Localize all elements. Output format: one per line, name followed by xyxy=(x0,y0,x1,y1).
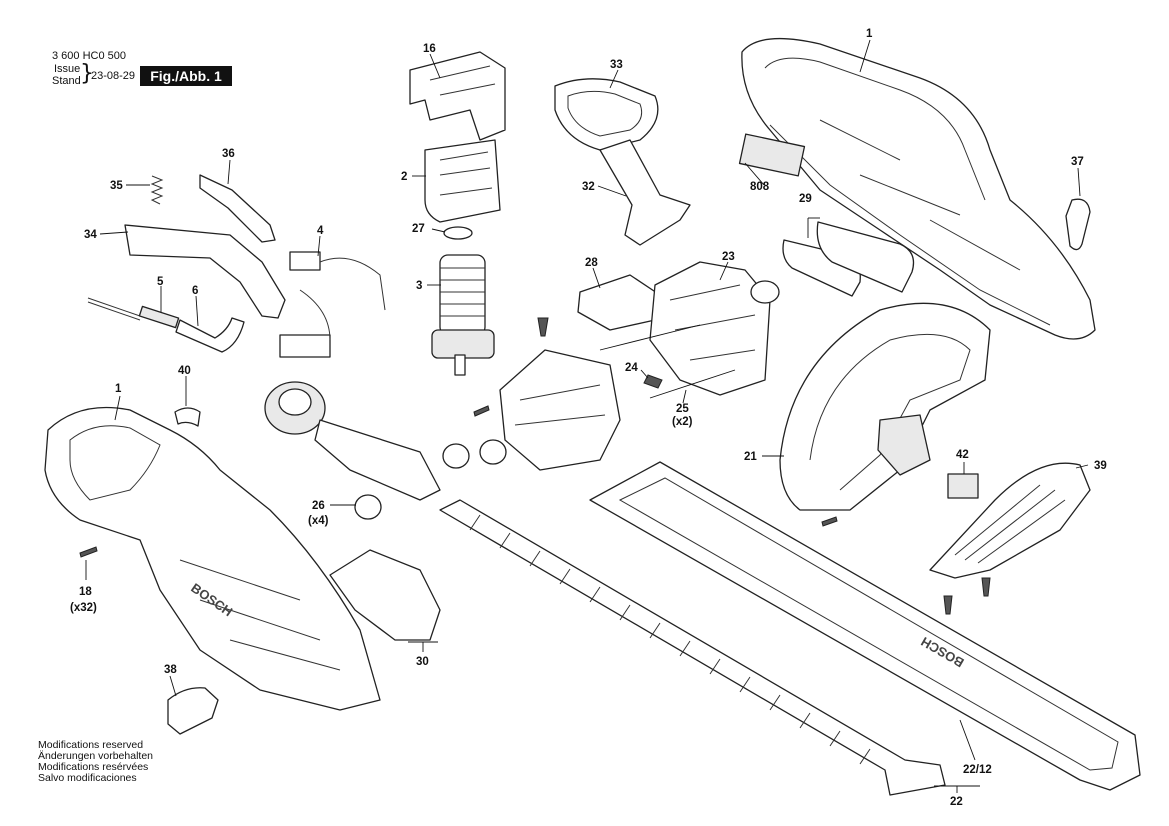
part-armature-3 xyxy=(431,254,495,376)
part-pin-24 xyxy=(643,374,663,389)
part-cutting-blade xyxy=(439,499,946,796)
callout-numbers: 1 16 2 27 3 4 35 36 34 5 6 33 32 28 23 2… xyxy=(70,28,1107,808)
callout-16: 16 xyxy=(423,43,436,55)
callout-1-left: 1 xyxy=(115,383,122,395)
part-gasket-28 xyxy=(577,274,661,331)
part-rod-25a xyxy=(599,324,701,351)
note-de: Änderungen vorbehalten xyxy=(38,750,154,762)
part-rod-25b xyxy=(649,369,736,399)
callout-25-qty: (x2) xyxy=(672,416,693,428)
part-blade-guard: BOSCH xyxy=(589,461,1141,791)
callout-34: 34 xyxy=(84,229,97,241)
part-bearing-a xyxy=(442,443,470,469)
callout-6: 6 xyxy=(192,285,198,297)
callout-2: 2 xyxy=(401,171,407,183)
callout-21: 21 xyxy=(744,451,757,463)
note-es: Salvo modificaciones xyxy=(38,772,137,784)
callout-18: 18 xyxy=(79,586,92,598)
issue-date: 23-08-29 xyxy=(91,70,136,82)
part-gear-housing-23 xyxy=(649,261,771,396)
part-switch-wiring-4 xyxy=(279,251,386,358)
part-clip-37 xyxy=(1065,198,1091,251)
part-hand-guard-39 xyxy=(929,462,1091,579)
part-spring-35 xyxy=(150,175,164,205)
leader-lines xyxy=(85,39,1089,793)
part-label-42 xyxy=(947,473,979,499)
part-bearing-b xyxy=(479,439,507,465)
part-clip-38 xyxy=(167,687,219,735)
callout-37: 37 xyxy=(1071,156,1084,168)
note-fr: Modifications resérvées xyxy=(38,761,149,773)
callout-26-qty: (x4) xyxy=(308,515,329,527)
stand-label: Stand xyxy=(52,75,81,87)
callout-36: 36 xyxy=(222,148,235,160)
callout-39: 39 xyxy=(1094,460,1107,472)
callout-42: 42 xyxy=(956,449,969,461)
part-cable-sleeve-5 xyxy=(138,305,180,329)
part-front-handle-21 xyxy=(779,302,991,511)
callout-5: 5 xyxy=(157,276,164,288)
callout-22-12: 22/12 xyxy=(963,764,992,776)
issue-label: Issue xyxy=(54,63,81,75)
callout-808: 808 xyxy=(750,181,770,193)
part-switch-buttons-29 xyxy=(782,221,915,297)
figure-label: Fig./Abb. 1 xyxy=(140,66,232,86)
callout-1-right: 1 xyxy=(866,28,873,40)
callout-30: 30 xyxy=(416,656,429,668)
part-label-808 xyxy=(738,133,806,177)
part-motor-bracket-16 xyxy=(409,51,506,141)
callout-26: 26 xyxy=(312,500,325,512)
callout-4: 4 xyxy=(317,225,324,237)
screws xyxy=(79,317,991,615)
callout-24: 24 xyxy=(625,362,638,374)
note-en: Modifications reserved xyxy=(38,739,144,751)
callout-32: 32 xyxy=(582,181,595,193)
part-cable-5 xyxy=(87,297,141,321)
issue-brace: } xyxy=(80,61,94,86)
document-number: 3 600 HC0 500 xyxy=(52,50,126,62)
callout-35: 35 xyxy=(110,180,123,192)
part-blade-holder-30 xyxy=(329,549,441,641)
part-washer-27 xyxy=(443,226,473,240)
callout-40: 40 xyxy=(178,365,191,377)
callout-29: 29 xyxy=(799,193,812,205)
part-bearing-23 xyxy=(750,280,780,304)
callout-33: 33 xyxy=(610,59,623,71)
part-gear-housing-lower xyxy=(499,349,621,471)
part-housing-shell-left: BOSCH xyxy=(44,406,381,711)
callout-28: 28 xyxy=(585,257,598,269)
callout-18-qty: (x32) xyxy=(70,602,97,614)
part-cable-relief-6 xyxy=(175,317,245,353)
part-crank-shaft xyxy=(314,419,441,501)
part-shim-40 xyxy=(174,407,201,427)
part-lever-36 xyxy=(199,174,276,243)
part-bearing-26 xyxy=(354,494,382,520)
modifications-notes: Modifications reserved Änderungen vorbeh… xyxy=(38,740,153,784)
part-strut-32 xyxy=(599,139,691,246)
part-stator-2 xyxy=(424,139,501,223)
callout-25: 25 xyxy=(676,403,689,415)
callout-22: 22 xyxy=(950,796,963,808)
part-frame-33 xyxy=(554,78,659,151)
callout-23: 23 xyxy=(722,251,735,263)
callout-3: 3 xyxy=(416,280,422,292)
callout-27: 27 xyxy=(412,223,425,235)
part-slider-34 xyxy=(124,224,286,319)
callout-38: 38 xyxy=(164,664,177,676)
part-drive-gear xyxy=(264,381,326,435)
part-housing-shell-right xyxy=(741,37,1096,340)
